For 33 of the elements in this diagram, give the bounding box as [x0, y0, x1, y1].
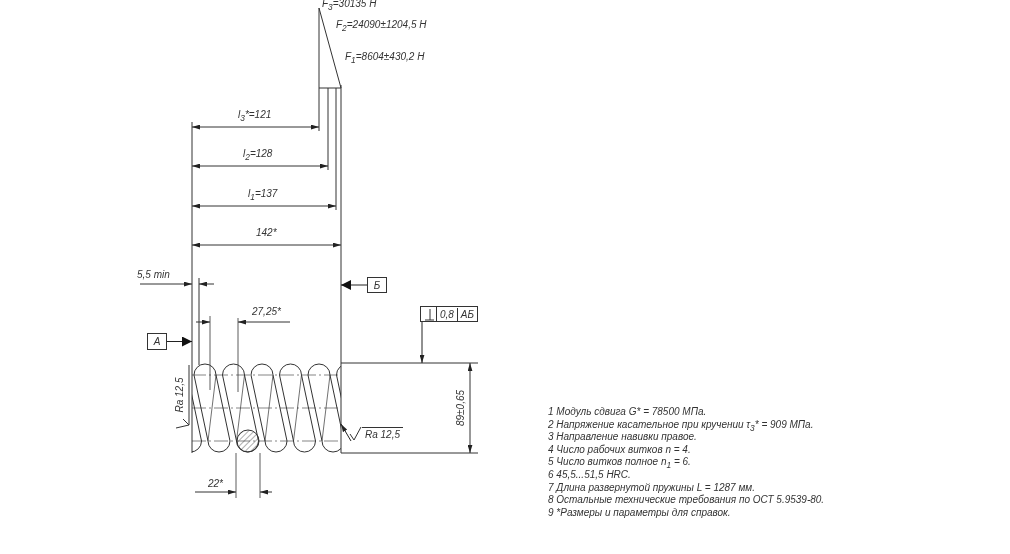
dimension-text: F$_{3}$=30135 Н — [322, 0, 377, 13]
tolerance-value: 0,8 — [436, 307, 458, 321]
dimension-text: l$_{1}$=137 — [248, 188, 278, 203]
roughness-value: Ra 12,5 — [362, 426, 404, 441]
dimension-text: 89±0,65 — [455, 389, 467, 427]
dimension-text: F$_{2}$=24090±1204,5 Н — [336, 19, 427, 34]
note-text: 1 Модуль сдвига G* = 78500 МПа. — [548, 406, 707, 418]
datum-letter: Б — [372, 278, 382, 292]
note-text: 3 Направление навивки правое. — [548, 431, 697, 444]
note-text: 2 Напряжение касательное при кручении τ$_{3}$* = 909 МПа. — [548, 418, 814, 433]
datum-leader — [340, 280, 368, 290]
note-text: 7 Длина развернутой пружины L = 1287 мм. — [548, 481, 755, 494]
datum-reference: АБ — [459, 307, 475, 321]
dimension-text: 142* — [256, 227, 277, 239]
dimension-text: Ra 12,5 — [174, 377, 186, 413]
tolerance-frame — [420, 306, 478, 322]
dimension-text: 22* — [208, 478, 223, 490]
note-text: 6 45,5...51,5 HRC. — [548, 469, 631, 481]
leader-line — [340, 423, 352, 442]
dimension-text: F$_{1}$=8604±430,2 Н — [345, 51, 425, 66]
dimension-text: 5,5 min — [137, 269, 170, 281]
datum-box — [147, 333, 167, 350]
datum-letter: А — [152, 335, 162, 348]
datum-leader — [166, 336, 193, 347]
dimension-text: 27,25* — [252, 306, 281, 318]
note-text: 9 *Размеры и параметры для справок. — [548, 506, 731, 519]
datum-box — [367, 277, 387, 293]
dimension-text: l$_{2}$=128 — [243, 148, 273, 163]
dimension-text: l$_{3}$*=121 — [238, 109, 272, 124]
leader-line — [419, 321, 425, 364]
note-text: 4 Число рабочих витков n = 4. — [548, 443, 691, 456]
note-text: 8 Остальные технические требования по ОСТ 5.9539-80. — [548, 494, 825, 507]
note-text: 5 Число витков полное n$_{1}$ = 6. — [548, 456, 691, 471]
